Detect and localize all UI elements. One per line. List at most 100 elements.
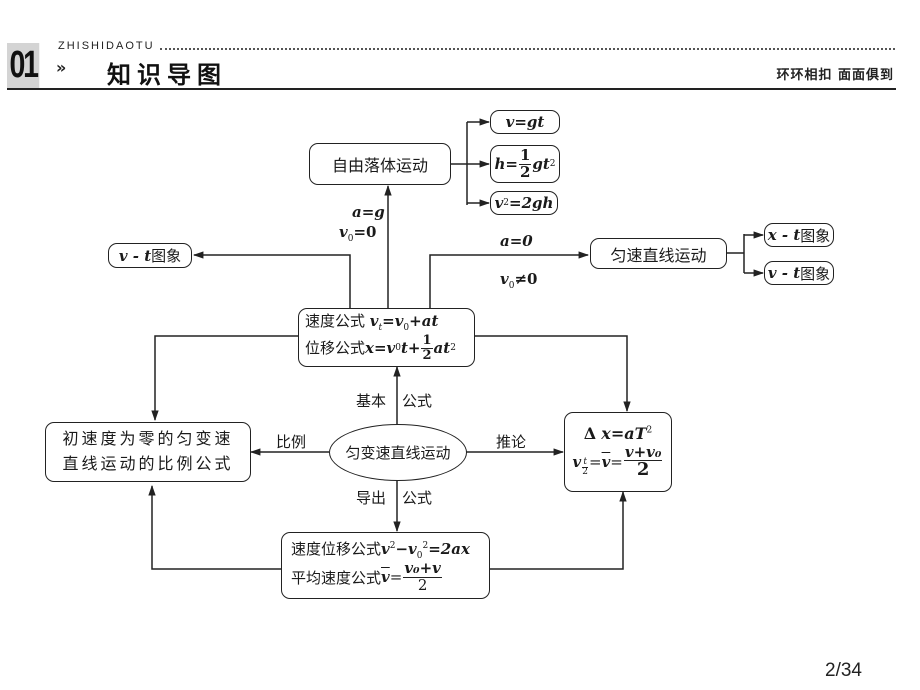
- proportion-line1: 初速度为零的匀变速: [62, 429, 234, 449]
- formula-v: v: [572, 453, 582, 472]
- formula-sub: t: [378, 323, 383, 334]
- arrow-derived-to-proportion: [148, 484, 281, 570]
- formula-sub: 0: [395, 342, 401, 353]
- formula-main: x=aT: [601, 423, 647, 443]
- formula-end: =2ax: [428, 539, 470, 558]
- formula-rhs: =2gh: [509, 194, 554, 212]
- formula-label: 平均速度公式: [291, 568, 382, 587]
- label-a-eq-0: a=0: [500, 232, 533, 250]
- numerator: 1: [518, 145, 532, 165]
- formula-text: v=gt: [505, 113, 545, 131]
- derived-formula-vel-disp: 速度位移公式v2−v02=2ax: [291, 538, 470, 561]
- edge-uniform-branch: [727, 234, 745, 273]
- exponent: 2: [389, 540, 396, 551]
- label-v: v: [500, 270, 509, 288]
- equals: =: [389, 568, 403, 586]
- denominator: 2: [417, 575, 428, 594]
- node-uniform-motion: 匀速直线运动: [590, 238, 727, 269]
- formula-label: 位移公式: [305, 339, 366, 358]
- exponent: 2: [422, 540, 429, 551]
- header-dotted-divider: [160, 48, 895, 50]
- arrow-derived-to-inference: [490, 490, 627, 570]
- equals: =: [589, 453, 602, 472]
- section-slogan: 环环相扣 面面俱到: [776, 68, 894, 83]
- graph-text: 图象: [800, 264, 831, 283]
- formula-mid: −v: [395, 539, 417, 558]
- graph-math: v - t: [118, 246, 152, 265]
- formula-rhs: gt: [532, 155, 550, 173]
- graph-text: 图象: [151, 247, 182, 265]
- label-derive-left: 导出: [356, 489, 387, 507]
- label-text: a=0: [500, 232, 533, 250]
- graph-math: x - t: [767, 226, 801, 244]
- formula-v: v: [381, 539, 390, 558]
- graph-text: 图象: [800, 226, 831, 245]
- label-basic-left: 基本: [356, 392, 387, 410]
- mean-velocity: v: [381, 568, 390, 586]
- delta-symbol: Δ: [583, 423, 597, 443]
- numerator: 1: [421, 333, 433, 349]
- exponent: 2: [450, 342, 456, 353]
- section-pinyin: ZHISHIDAOTU: [58, 40, 155, 52]
- formula-v: v: [494, 194, 504, 212]
- label-derive-right: 公式: [402, 489, 433, 507]
- formula-lhs: h=: [494, 155, 518, 173]
- label-val: =0: [353, 223, 377, 241]
- proportion-line2: 直线运动的比例公式: [62, 454, 234, 473]
- mean-velocity: v: [601, 453, 611, 472]
- formula-end: at: [433, 339, 451, 358]
- label-v0-eq-0: v0=0: [339, 223, 376, 244]
- label-val: ≠0: [514, 270, 538, 288]
- section-title: 知识导图: [107, 61, 227, 89]
- label-v: v: [339, 223, 348, 241]
- label-sub: 0: [508, 281, 515, 291]
- label-inference: 推论: [496, 433, 527, 451]
- graph-math: v - t: [767, 264, 801, 282]
- denominator: 2: [519, 162, 531, 181]
- page-indicator: 2/34: [825, 660, 862, 681]
- exponent: 2: [503, 198, 510, 208]
- label-v0-neq-0: v0≠0: [500, 270, 537, 291]
- chevron-icon: »: [56, 58, 67, 77]
- formula-rest: =v: [382, 312, 404, 331]
- formula-label: 速度公式: [305, 312, 370, 331]
- arrow-to-proportion-top: [151, 335, 298, 422]
- denominator: 2: [636, 459, 650, 481]
- label-a-eq-g: a=g: [352, 203, 385, 221]
- node-free-fall: 自由落体运动: [309, 143, 451, 185]
- basic-formula-velocity: 速度公式 vt=v0+at: [305, 312, 438, 334]
- label-proportion: 比例: [276, 433, 307, 451]
- formula-sub: 0: [416, 550, 423, 561]
- denominator: 2: [422, 347, 432, 363]
- arrow-to-vt-left: [192, 251, 351, 308]
- arrow-to-inference-top: [475, 335, 631, 413]
- formula-mid: t+: [400, 339, 421, 358]
- numerator: t: [582, 456, 588, 468]
- formula-label: 速度位移公式: [291, 539, 382, 558]
- section-number: 01: [7, 43, 40, 88]
- header-rule: [7, 88, 896, 90]
- exponent: 2: [646, 425, 653, 436]
- label-sub: 0: [347, 234, 354, 244]
- node-formula-v-gt: v=gt: [490, 110, 560, 134]
- denominator: 2: [582, 466, 588, 477]
- numerator: v₀+v: [403, 558, 442, 578]
- formula-end: +at: [409, 312, 439, 331]
- formula-v: v: [369, 312, 379, 331]
- exponent: 2: [549, 159, 556, 169]
